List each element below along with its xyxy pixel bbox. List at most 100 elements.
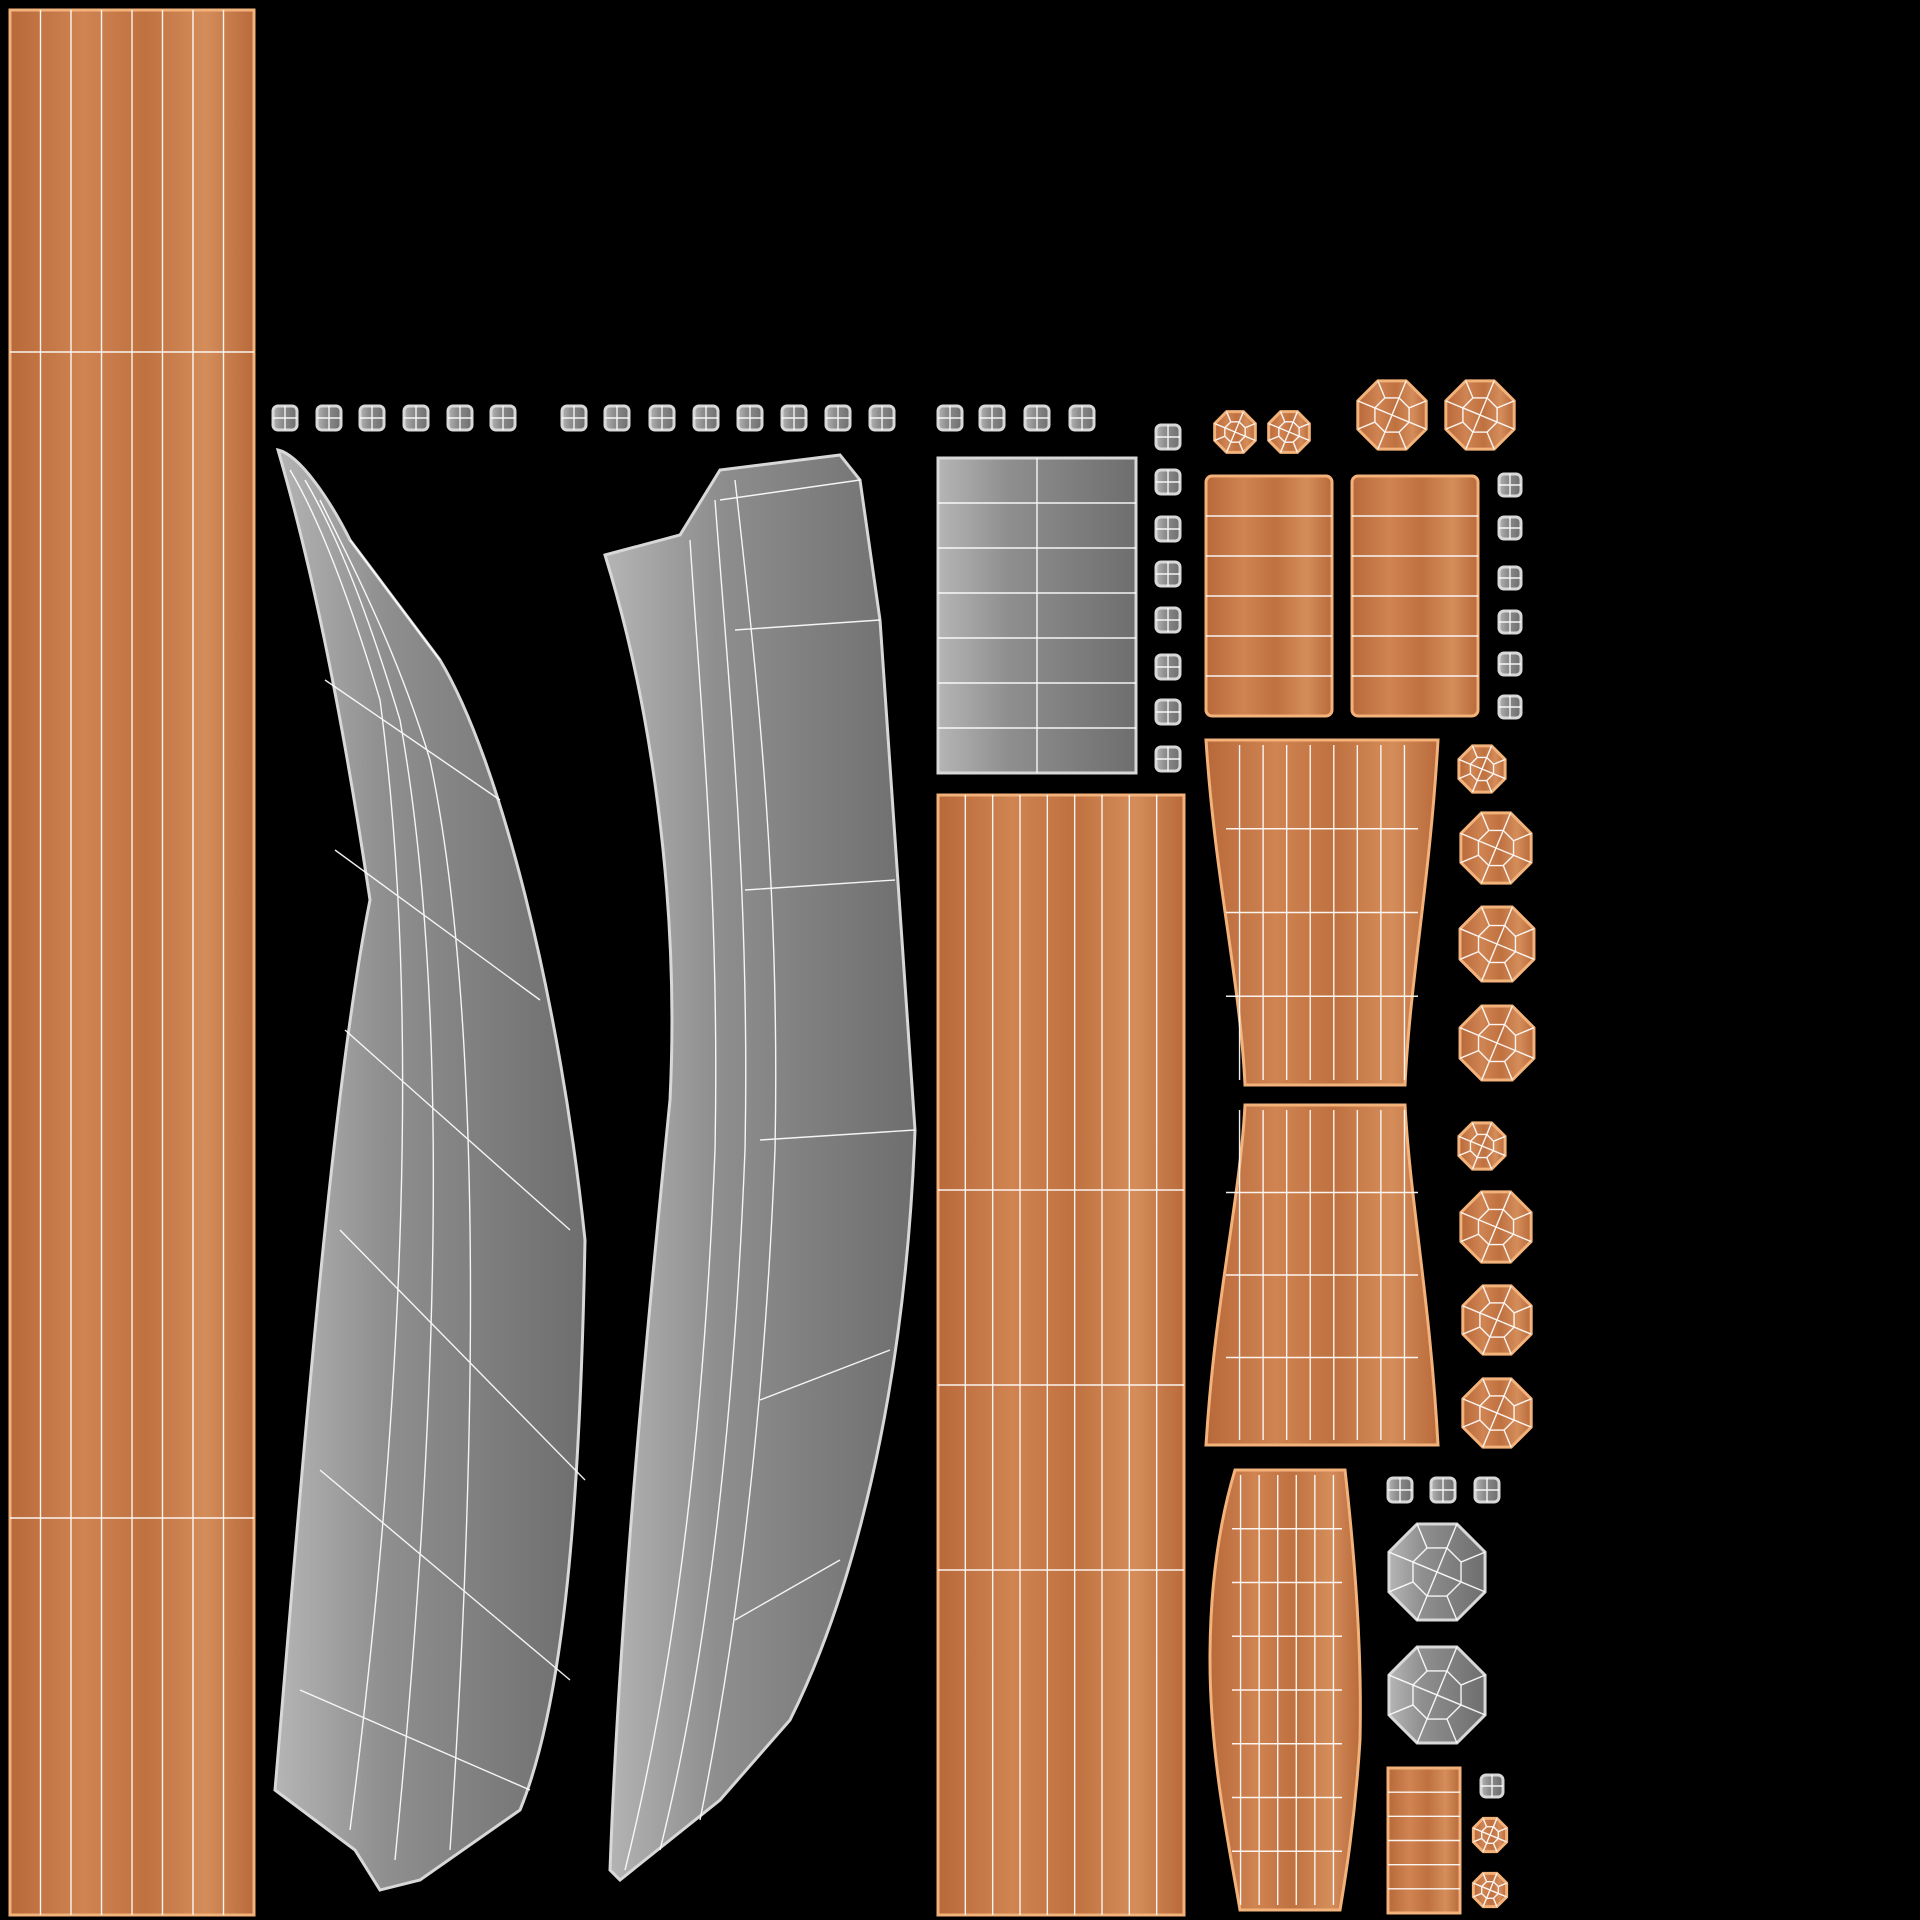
wire-edge bbox=[1482, 1898, 1488, 1907]
wire-edge bbox=[1460, 1704, 1486, 1716]
small-square-wires bbox=[1156, 562, 1180, 586]
octagon-wires bbox=[1462, 1285, 1532, 1355]
wire-edge bbox=[1513, 1233, 1532, 1243]
wire-edge bbox=[1225, 411, 1232, 423]
wire-edge bbox=[1377, 431, 1386, 450]
wire-edge bbox=[1486, 421, 1498, 433]
small-square-wires bbox=[870, 406, 894, 430]
wire-edge bbox=[1515, 928, 1535, 937]
wood-octagon-cap bbox=[1457, 1121, 1507, 1171]
small-square-wires bbox=[448, 406, 472, 430]
wire-edge bbox=[1408, 421, 1427, 430]
octagon-wires bbox=[1458, 745, 1506, 793]
small-square-island bbox=[692, 404, 720, 432]
wire-edge bbox=[1481, 1826, 1488, 1833]
wire-edge bbox=[1477, 829, 1490, 842]
small-square-wires bbox=[562, 406, 586, 430]
wire-edge bbox=[1504, 906, 1513, 926]
small-square-island bbox=[489, 404, 517, 432]
wire-edge bbox=[1486, 745, 1493, 758]
wire-edge bbox=[1492, 1892, 1499, 1899]
octagon-wires bbox=[1459, 1005, 1535, 1081]
wire-edge bbox=[1374, 397, 1386, 409]
octagon-wires bbox=[1214, 411, 1256, 453]
wire-edge bbox=[1496, 421, 1515, 430]
wire-edge bbox=[1459, 951, 1479, 960]
wood-octagon-cap bbox=[1267, 410, 1311, 454]
wire-edge bbox=[1476, 1134, 1488, 1158]
small-square-island bbox=[824, 404, 852, 432]
small-square-wires bbox=[1499, 474, 1521, 496]
wire-edge bbox=[1504, 1050, 1516, 1062]
small-square-wires bbox=[694, 406, 718, 430]
wire-edge bbox=[1230, 421, 1240, 443]
wire-edge bbox=[1482, 1336, 1491, 1355]
wire-edge bbox=[1446, 1547, 1462, 1563]
wire-edge bbox=[1408, 400, 1427, 409]
small-square-island bbox=[868, 404, 896, 432]
wire-edge bbox=[1492, 1826, 1499, 1833]
wire-edge bbox=[1513, 1326, 1532, 1335]
small-square-wires bbox=[1156, 517, 1180, 541]
wire-edge bbox=[1477, 1208, 1490, 1221]
wire-edge bbox=[1471, 780, 1478, 793]
wire-edge bbox=[1412, 1547, 1428, 1563]
small-square-wires bbox=[1156, 655, 1180, 679]
small-square-wires bbox=[317, 406, 341, 430]
small-square-wires bbox=[1499, 517, 1521, 539]
wood-octagon-cap bbox=[1444, 379, 1516, 451]
wire-edge bbox=[1225, 441, 1232, 453]
wire-edge bbox=[1224, 421, 1232, 429]
small-square-island bbox=[648, 404, 676, 432]
octagon-wires bbox=[1445, 380, 1515, 450]
wire-edge bbox=[1492, 1837, 1499, 1844]
wire-edge bbox=[1445, 400, 1464, 409]
wire-edge bbox=[1481, 1837, 1488, 1844]
wood-octagon-cap bbox=[1471, 1871, 1509, 1909]
wire-edge bbox=[1426, 1547, 1448, 1597]
wire-edge bbox=[1477, 1233, 1490, 1246]
wire-edge bbox=[1426, 1670, 1448, 1720]
wire-edge bbox=[1479, 1395, 1491, 1407]
small-square-island bbox=[1154, 423, 1182, 451]
wire-edge bbox=[1503, 1285, 1512, 1304]
wire-edge bbox=[1481, 1881, 1488, 1888]
wire-edge bbox=[1284, 421, 1294, 443]
small-square-island bbox=[315, 404, 343, 432]
wire-edge bbox=[1478, 925, 1490, 937]
wire-edge bbox=[1446, 1646, 1458, 1672]
wood-block-small bbox=[1386, 1766, 1462, 1915]
wood-octagon-cap bbox=[1459, 1190, 1533, 1264]
small-square-island bbox=[1023, 404, 1051, 432]
small-square-island bbox=[780, 404, 808, 432]
wire-edge bbox=[1498, 1882, 1507, 1888]
small-square-wires bbox=[782, 406, 806, 430]
wire-edge bbox=[1503, 1336, 1512, 1355]
wire-edge bbox=[1471, 1122, 1478, 1135]
wire-edge bbox=[1377, 380, 1386, 399]
small-square-island bbox=[736, 404, 764, 432]
wood-plank-center bbox=[936, 793, 1186, 1917]
small-square-wires bbox=[650, 406, 674, 430]
octagon-caps bbox=[1213, 379, 1536, 1909]
wire-edge bbox=[1462, 1326, 1481, 1335]
small-square-wires bbox=[1499, 696, 1521, 718]
wire-edge bbox=[1412, 1670, 1428, 1686]
wire-edge bbox=[1486, 1133, 1495, 1142]
small-square-island bbox=[1154, 515, 1182, 543]
wire-edge bbox=[1472, 397, 1488, 433]
wire-edge bbox=[1502, 865, 1512, 884]
wire-edge bbox=[1458, 1135, 1471, 1142]
wire-edge bbox=[1502, 812, 1512, 831]
small-square-island bbox=[978, 404, 1006, 432]
wire-edge bbox=[1482, 1818, 1488, 1827]
wire-edge bbox=[1460, 854, 1479, 864]
wire-edge bbox=[1477, 854, 1490, 867]
wire-edge bbox=[1504, 962, 1513, 982]
wire-edge bbox=[1298, 435, 1310, 442]
wire-edge bbox=[1292, 435, 1300, 443]
wire-edge bbox=[1374, 421, 1386, 433]
small-square-island bbox=[603, 404, 631, 432]
small-square-wires bbox=[1156, 608, 1180, 632]
